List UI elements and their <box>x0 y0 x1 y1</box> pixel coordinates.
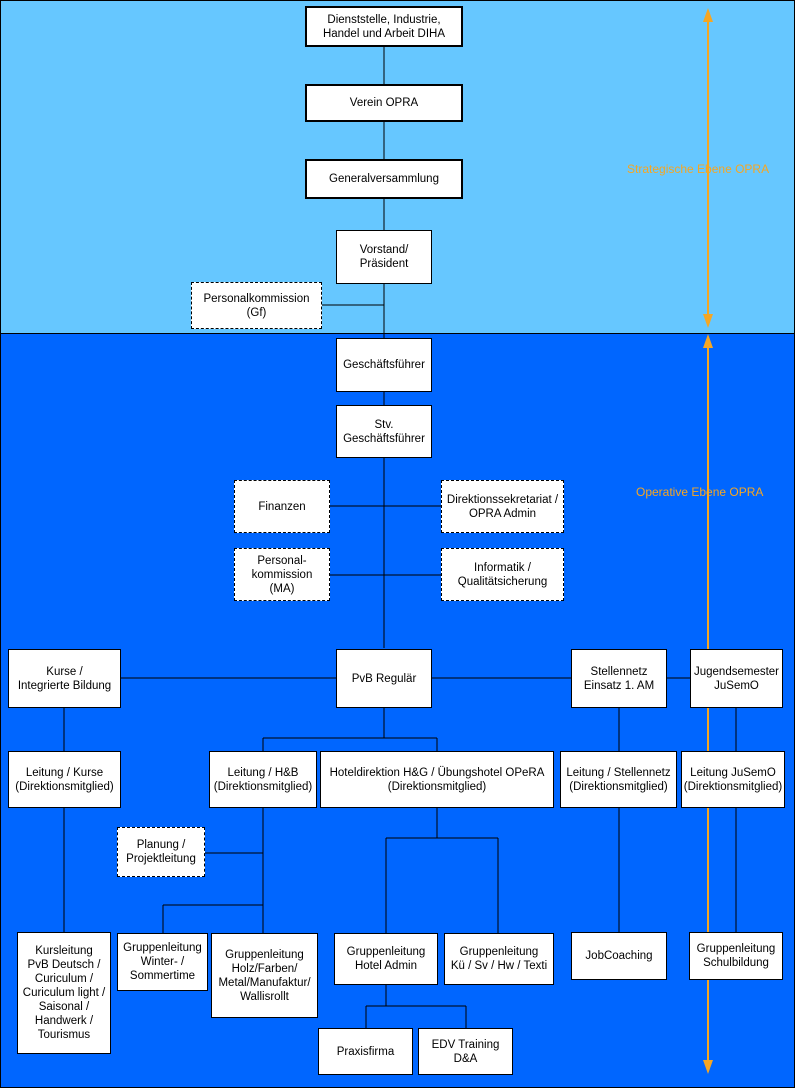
box-jusemo: Jugendsemester JuSemO <box>690 649 783 708</box>
operative-arrow-head-up <box>703 334 713 348</box>
box-informatik: Informatik / Qualitätsicherung <box>441 548 564 601</box>
box-gl-winter: Gruppenleitung Winter- / Sommertime <box>117 933 208 991</box>
box-planung: Planung / Projektleitung <box>117 827 205 877</box>
box-hoteldirektion: Hoteldirektion H&G / Übungshotel OPeRA (… <box>320 751 554 808</box>
box-vorstand: Vorstand/ Präsident <box>336 230 432 284</box>
box-gl-schulbildung: Gruppenleitung Schulbildung <box>689 932 783 980</box>
box-leitung-kurse: Leitung / Kurse (Direktionsmitglied) <box>8 751 121 808</box>
box-geschaeftsfuehrer: Geschäftsführer <box>336 338 432 392</box>
strategic-level-label: Strategische Ebene OPRA <box>627 162 770 176</box>
strategic-arrow-head-down <box>703 314 713 328</box>
box-stellennetz: Stellennetz Einsatz 1. AM <box>571 649 667 708</box>
box-verein: Verein OPRA <box>305 84 463 122</box>
operative-arrow-head-down <box>703 1060 713 1074</box>
box-kurse: Kurse / Integrierte Bildung <box>8 649 121 708</box>
box-jobcoaching: JobCoaching <box>571 932 667 980</box>
box-gl-holz: Gruppenleitung Holz/Farben/ Metal/Manufa… <box>211 933 318 1018</box>
box-pvb-regulaer: PvB Regulär <box>336 649 432 708</box>
box-direktionssekretariat: Direktionssekretariat / OPRA Admin <box>441 480 564 533</box>
box-leitung-jusemo: Leitung JuSemO (Direktionsmitglied) <box>681 751 785 808</box>
box-gl-kueche: Gruppenleitung Kü / Sv / Hw / Texti <box>444 933 554 985</box>
box-praxisfirma: Praxisfirma <box>318 1028 413 1075</box>
box-generalversammlung: Generalversammlung <box>305 159 463 199</box>
box-personalkommission-gf: Personalkommission (Gf) <box>191 282 322 329</box>
box-leitung-hb: Leitung / H&B (Direktionsmitglied) <box>209 751 317 808</box>
box-kursleitung: Kursleitung PvB Deutsch / Curiculum / Cu… <box>17 932 111 1054</box>
box-stv-geschaeftsfuehrer: Stv. Geschäftsführer <box>336 405 432 458</box>
box-gl-hotel-admin: Gruppenleitung Hotel Admin <box>334 933 438 985</box>
box-edv-training: EDV Training D&A <box>418 1028 513 1075</box>
box-diha: Dienststelle, Industrie, Handel und Arbe… <box>305 6 463 47</box>
box-finanzen: Finanzen <box>234 480 330 533</box>
strategic-arrow-head-up <box>703 8 713 22</box>
operative-level-label: Operative Ebene OPRA <box>636 485 764 499</box>
box-personalkommission-ma: Personal- kommission (MA) <box>234 548 330 601</box>
box-leitung-stellennetz: Leitung / Stellennetz (Direktionsmitglie… <box>560 751 677 808</box>
